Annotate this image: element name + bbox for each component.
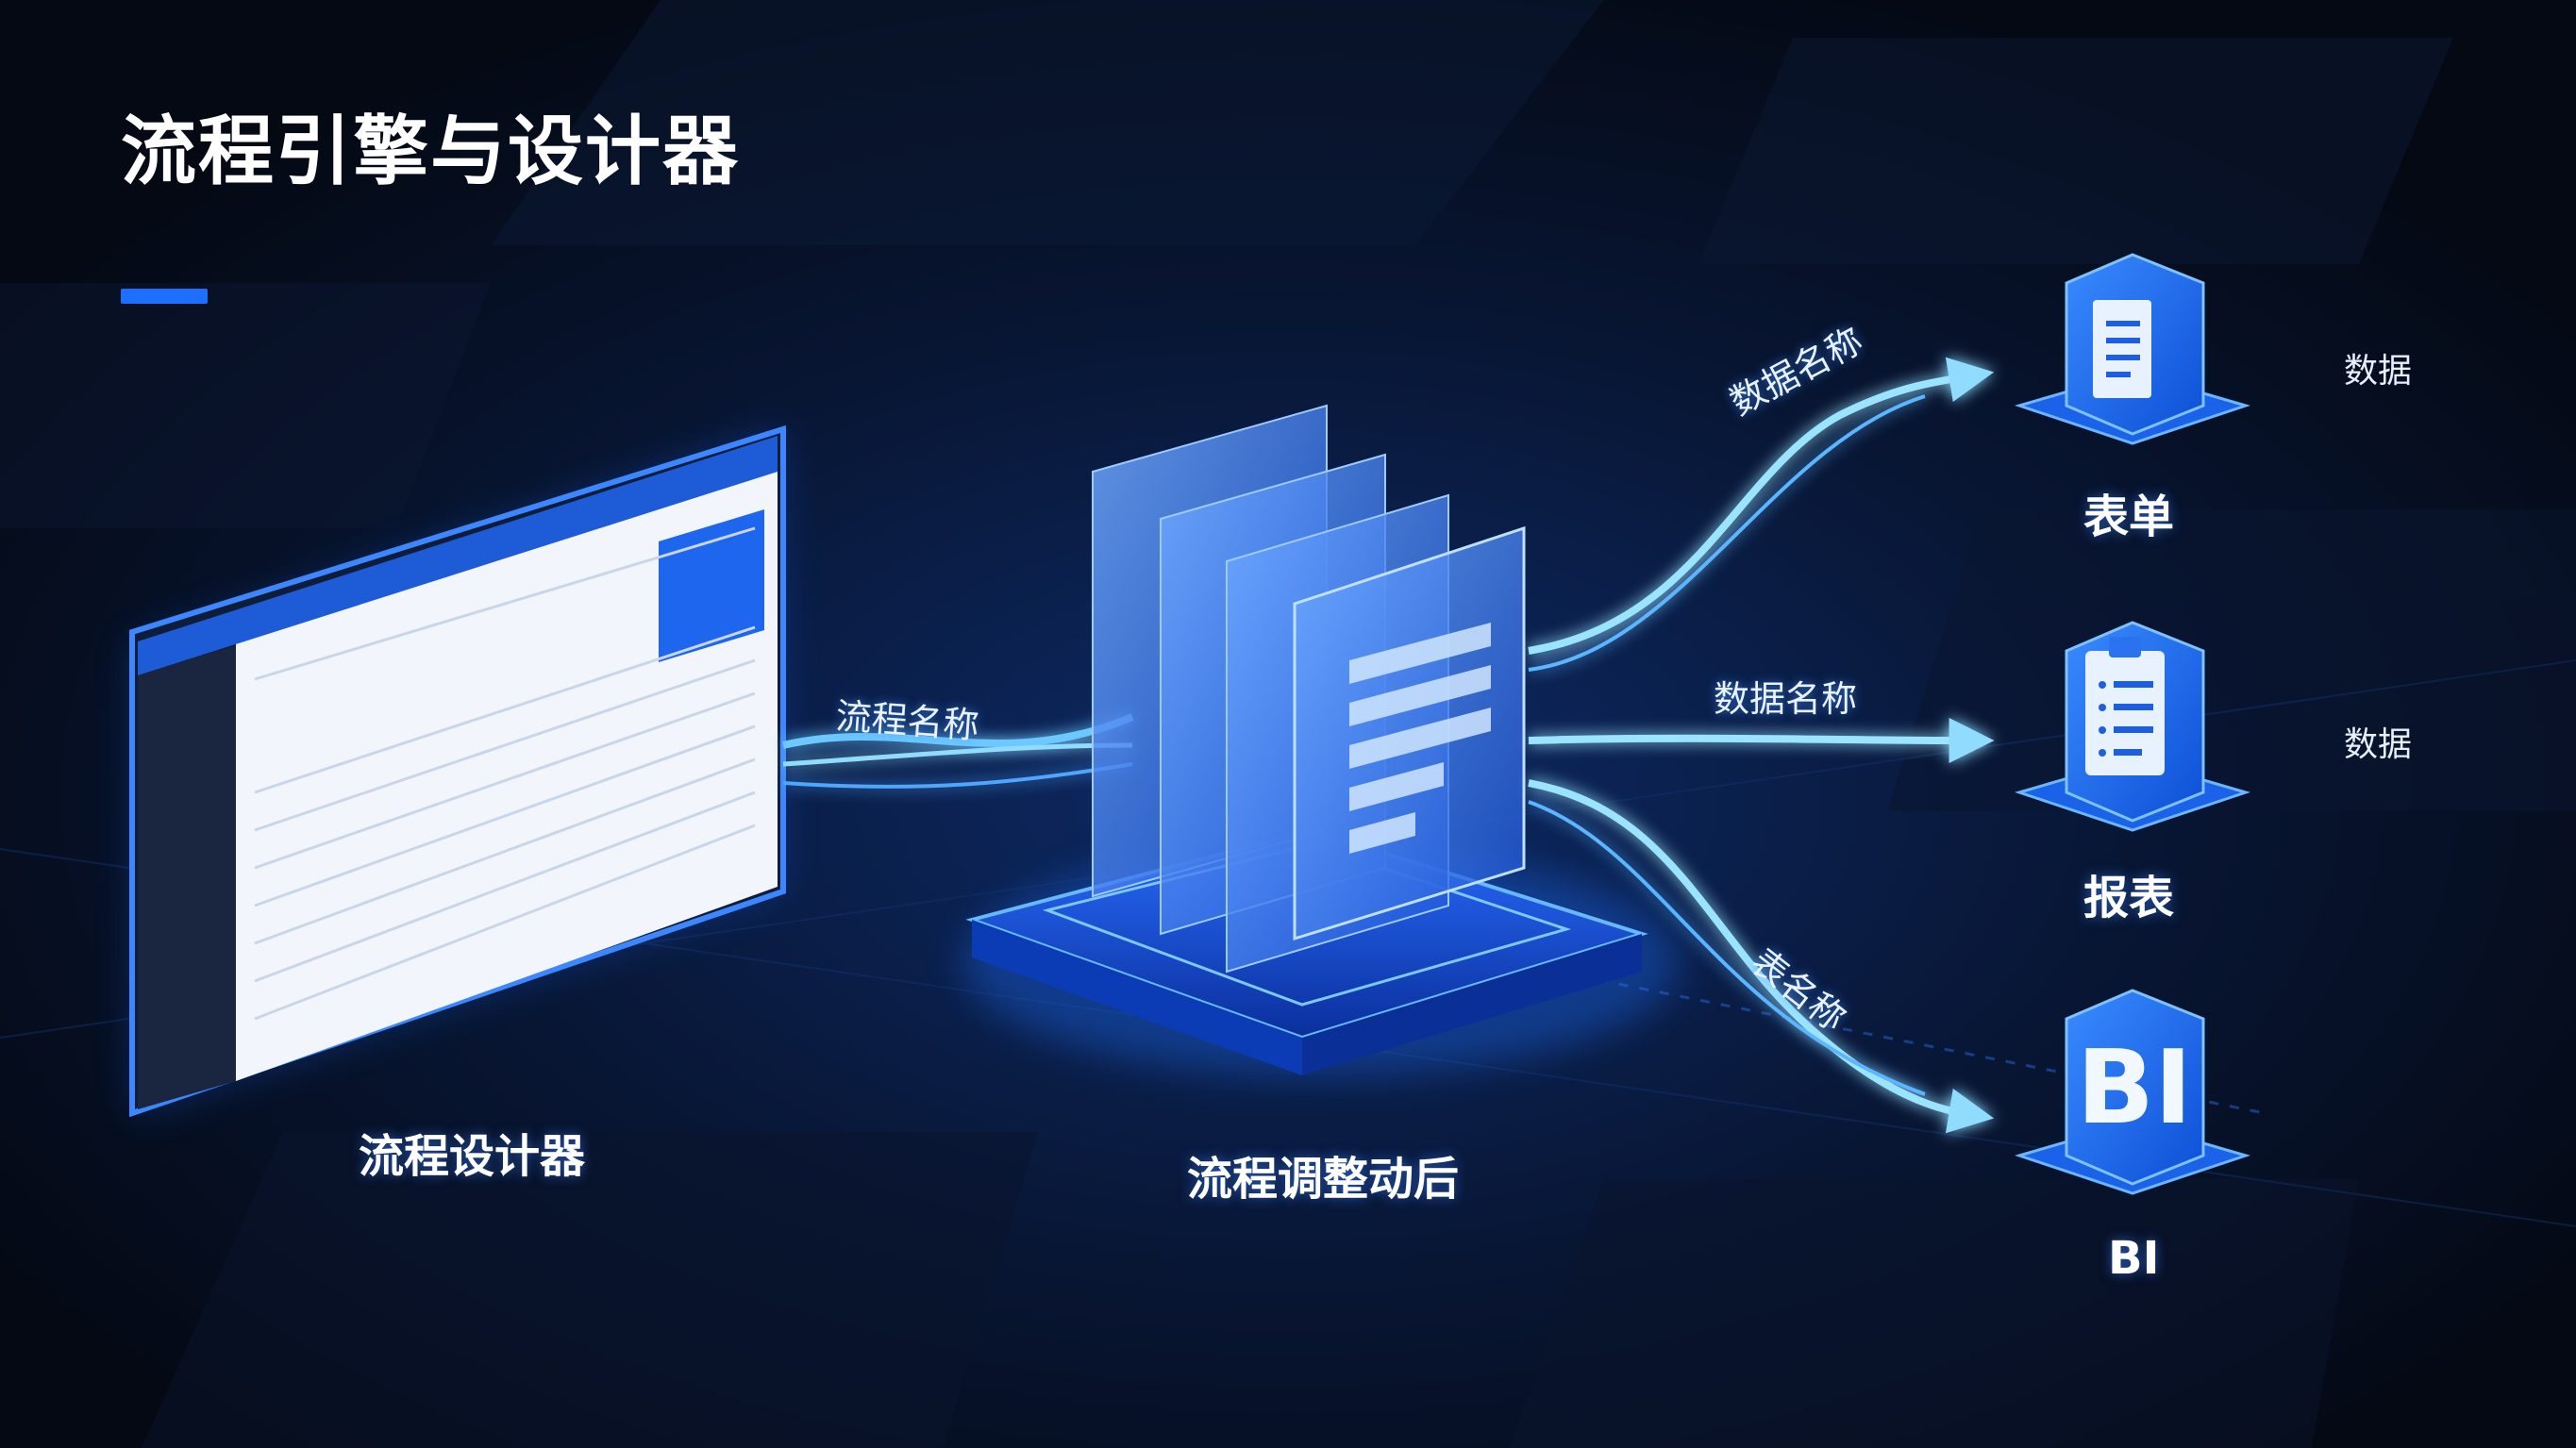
bi-label: BI xyxy=(2108,1232,2160,1285)
flow-line-to-form xyxy=(1528,357,1995,655)
report-label: 报表 xyxy=(2083,872,2175,924)
form-icon xyxy=(2014,253,2251,445)
flow-line-to-bi xyxy=(1528,779,1995,1134)
flow-line-input-3 xyxy=(782,762,1133,789)
process-designer-screen xyxy=(129,424,786,1118)
flow-line-input-1 xyxy=(782,713,1134,749)
report-icon xyxy=(2014,621,2251,832)
flow-line-to-report xyxy=(1528,717,1995,763)
report-data-tag: 数据 xyxy=(2344,725,2413,764)
flow-line-input-2 xyxy=(782,742,1133,767)
bi-icon: BI xyxy=(2014,989,2251,1195)
panel-header-bar xyxy=(138,436,778,675)
flow-line-to-form-2 xyxy=(1528,394,1926,672)
bi-icon-text: BI xyxy=(2077,1029,2193,1147)
form-data-tag: 数据 xyxy=(2344,352,2413,391)
flow-lines xyxy=(782,357,1995,1134)
title-accent-bar xyxy=(121,289,208,304)
form-label: 表单 xyxy=(2083,491,2175,543)
process-engine xyxy=(962,404,1680,1075)
panel-stat-card xyxy=(659,509,764,662)
flow-line-to-bi-2 xyxy=(1528,800,1926,1096)
designer-label: 流程设计器 xyxy=(359,1130,586,1183)
panel-sidebar xyxy=(138,645,236,1109)
engine-label: 流程调整动后 xyxy=(1187,1153,1460,1206)
flow-label-to-report: 数据名称 xyxy=(1714,678,1858,720)
flow-label-input: 流程名称 xyxy=(834,694,981,747)
page-title: 流程引擎与设计器 xyxy=(121,108,740,195)
